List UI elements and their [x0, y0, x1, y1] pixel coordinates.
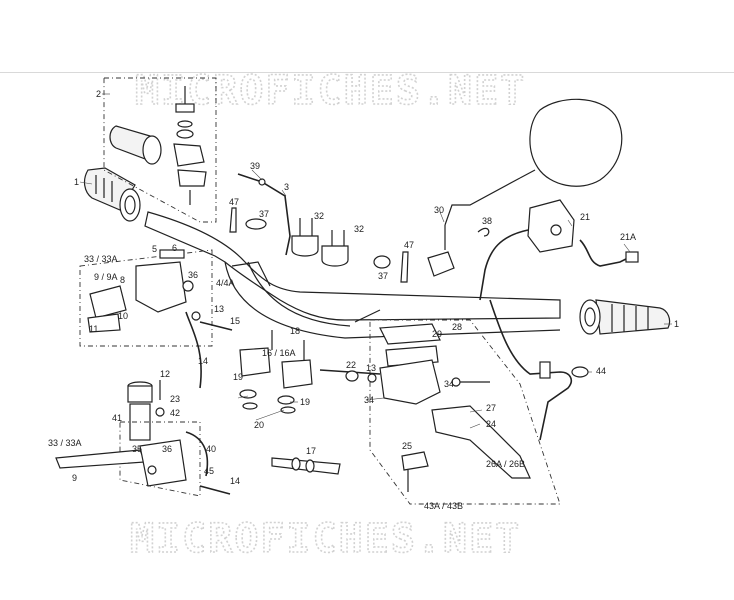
- callout-34-a: 34: [444, 379, 454, 389]
- brake-master-group: [319, 319, 561, 505]
- watermark-top: MICROFICHES.NET: [135, 68, 526, 114]
- callout-15: 15: [230, 316, 240, 326]
- callout-29: 29: [432, 329, 442, 339]
- callout-10: 10: [118, 311, 128, 321]
- pin-47-left: [229, 207, 237, 233]
- lower-clutch-lever: [55, 421, 231, 497]
- clamp-16: [239, 330, 313, 414]
- mirror: [444, 98, 623, 250]
- callout-24: 24: [486, 419, 496, 429]
- callout-21: 21: [580, 212, 590, 222]
- clamp-30-base: [427, 251, 455, 277]
- callout-38: 38: [482, 216, 492, 226]
- callout-13-mid: 13: [366, 363, 376, 373]
- clamp-32-left: [291, 218, 319, 257]
- callout-20: 20: [254, 420, 264, 430]
- callout-2: 2: [96, 89, 101, 99]
- callout-19-right: 19: [300, 397, 310, 407]
- callout-37-right: 37: [378, 271, 388, 281]
- clutch-master-group: [79, 249, 213, 347]
- right-grip: [579, 299, 671, 335]
- callout-37-left: 37: [259, 209, 269, 219]
- callout-9: 9: [72, 473, 77, 483]
- callout-18: 18: [290, 326, 300, 336]
- handlebar: [144, 211, 561, 339]
- callout-3: 3: [284, 182, 289, 192]
- callout-11: 11: [89, 324, 98, 334]
- callout-43a-43b: 43A / 43B: [424, 501, 463, 511]
- watermark-bottom: MICROFICHES.NET: [130, 516, 521, 562]
- callout-1-right: 1: [674, 319, 679, 329]
- bar-end-17: [271, 457, 341, 475]
- callout-21a: 21A: [620, 232, 636, 242]
- callout-17: 17: [306, 446, 316, 456]
- hose-14: [185, 311, 202, 389]
- leader-lines: [79, 93, 672, 429]
- callout-14-top: 14: [198, 356, 208, 366]
- callout-12: 12: [160, 369, 170, 379]
- callout-30: 30: [434, 205, 444, 215]
- callout-42: 42: [170, 408, 180, 418]
- left-grip: [83, 167, 141, 222]
- callout-19-left: 19: [233, 372, 243, 382]
- callout-6: 6: [172, 243, 177, 253]
- callout-13-left: 13: [214, 304, 224, 314]
- clip-38: [477, 227, 490, 237]
- callout-26a-26b: 26A / 26B: [486, 459, 525, 469]
- pin-47-right: [400, 251, 409, 283]
- callout-4-4a: 4/4A: [216, 278, 235, 288]
- clip-37-left: [245, 218, 267, 230]
- switch-21: [479, 199, 639, 301]
- clamp-32-right: [321, 230, 349, 267]
- callout-35: 35: [132, 444, 142, 454]
- callout-36-bottom: 36: [162, 444, 172, 454]
- callout-33-33a-bottom: 33 / 33A: [48, 438, 82, 448]
- callout-8: 8: [120, 275, 125, 285]
- callout-33-33a-top: 33 / 33A: [84, 254, 118, 264]
- callout-41: 41: [112, 413, 122, 423]
- callout-39: 39: [250, 161, 260, 171]
- hose-15: [199, 321, 233, 331]
- reservoir-41: [127, 380, 165, 441]
- callout-32-left: 32: [314, 211, 324, 221]
- callout-32-right: 32: [354, 224, 364, 234]
- callout-14-bottom: 14: [230, 476, 240, 486]
- callout-47-left: 47: [229, 197, 239, 207]
- callout-1-left: 1: [74, 177, 79, 187]
- callout-28: 28: [452, 322, 462, 332]
- clip-37-right: [373, 255, 391, 269]
- callout-40: 40: [206, 444, 216, 454]
- callout-5: 5: [152, 244, 157, 254]
- callout-47-right: 47: [404, 240, 414, 250]
- callout-9-9a: 9 / 9A: [94, 272, 118, 282]
- callout-44: 44: [596, 366, 606, 376]
- top-divider: [0, 72, 734, 73]
- callout-25: 25: [402, 441, 412, 451]
- switch-cable-44: [489, 299, 572, 441]
- throttle-assembly: [103, 77, 217, 223]
- callout-34-b: 34: [364, 395, 374, 405]
- callout-36-top: 36: [188, 270, 198, 280]
- callout-22: 22: [346, 360, 356, 370]
- callout-45: 45: [204, 466, 214, 476]
- callout-27: 27: [486, 403, 496, 413]
- callout-23: 23: [170, 394, 180, 404]
- callout-16-16a: 16 / 16A: [262, 348, 296, 358]
- throttle-cable: [237, 173, 291, 256]
